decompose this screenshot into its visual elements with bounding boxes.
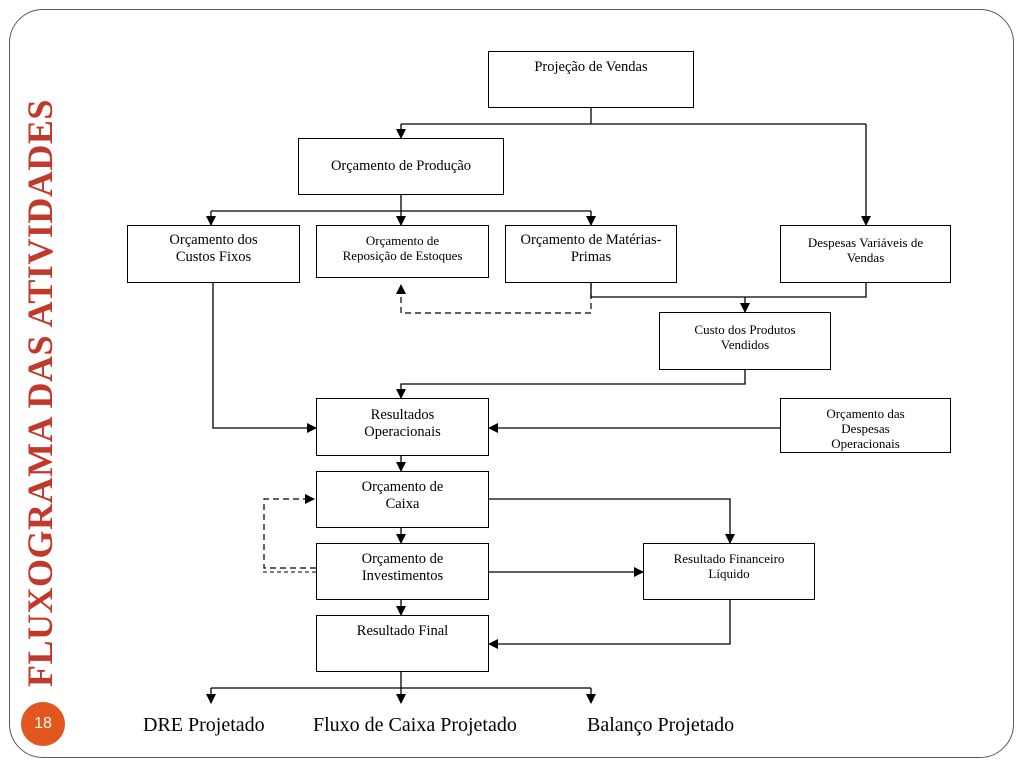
box-orcamento-caixa: Orçamento de Caixa — [316, 471, 489, 528]
connector-producao — [211, 195, 591, 212]
box-resultado-final: Resultado Final — [316, 615, 489, 672]
label-custos-fixos: Orçamento dos Custos Fixos — [169, 232, 258, 265]
connector-materias-custo — [590, 283, 867, 312]
dashed-connector-materias-reposicao — [396, 283, 592, 314]
output-balanco-projetado: Balanço Projetado — [587, 714, 735, 736]
label-orcamento-producao: Orçamento de Produção — [330, 158, 472, 174]
box-orcamento-investimentos: Orçamento de Investimentos — [316, 543, 489, 600]
label-resultado-final: Resultado Final — [356, 623, 449, 639]
output-dre-projetado: DRE Projetado — [143, 714, 265, 736]
label-orcamento-investimentos: Orçamento de Investimentos — [361, 551, 444, 584]
dashed-connector-investimentos-caixa — [263, 494, 316, 569]
box-reposicao-estoques: Orçamento de Reposição de Estoques — [316, 225, 489, 278]
connector-custos-fixos-resultados — [212, 283, 317, 433]
box-custos-fixos: Orçamento dos Custos Fixos — [127, 225, 300, 283]
box-resultados-operacionais: Resultados Operacionais — [316, 398, 489, 456]
label-materias-primas: Orçamento de Matérias-Primas — [520, 232, 662, 265]
box-orcamento-producao: Orçamento de Produção — [298, 138, 504, 195]
label-projecao-vendas: Projeção de Vendas — [534, 59, 648, 75]
connector-projecao-producao — [401, 123, 866, 138]
box-projecao-vendas: Projeção de Vendas — [488, 51, 694, 108]
slide-number: 18 — [34, 715, 52, 732]
connector-financeiro-final — [488, 600, 731, 649]
connector-caixa-financeiro — [489, 498, 735, 544]
slide-frame — [9, 9, 1014, 758]
box-custo-produtos: Custo dos Produtos Vendidos — [659, 312, 831, 370]
box-resultado-financeiro: Resultado Financeiro Líquido — [643, 543, 815, 600]
label-resultados-operacionais: Resultados Operacionais — [364, 407, 441, 440]
connector-custo-resultados — [396, 370, 746, 399]
label-orcamento-caixa: Orçamento de Caixa — [361, 479, 444, 512]
label-reposicao-estoques: Orçamento de Reposição de Estoques — [342, 233, 463, 263]
label-resultado-financeiro: Resultado Financeiro Líquido — [673, 551, 785, 581]
label-despesas-variaveis: Despesas Variáveis de Vendas — [807, 235, 924, 265]
box-despesas-operacionais: Orçamento das Despesas Operacionais — [780, 398, 951, 453]
connector-final-outputs — [211, 672, 591, 689]
box-despesas-variaveis: Despesas Variáveis de Vendas — [780, 225, 951, 283]
box-materias-primas: Orçamento de Matérias-Primas — [505, 225, 677, 283]
label-custo-produtos: Custo dos Produtos Vendidos — [694, 322, 796, 352]
output-fluxo-caixa-projetado: Fluxo de Caixa Projetado — [313, 714, 517, 736]
slide-number-badge: 18 — [21, 702, 65, 746]
label-despesas-operacionais: Orçamento das Despesas Operacionais — [826, 406, 905, 451]
